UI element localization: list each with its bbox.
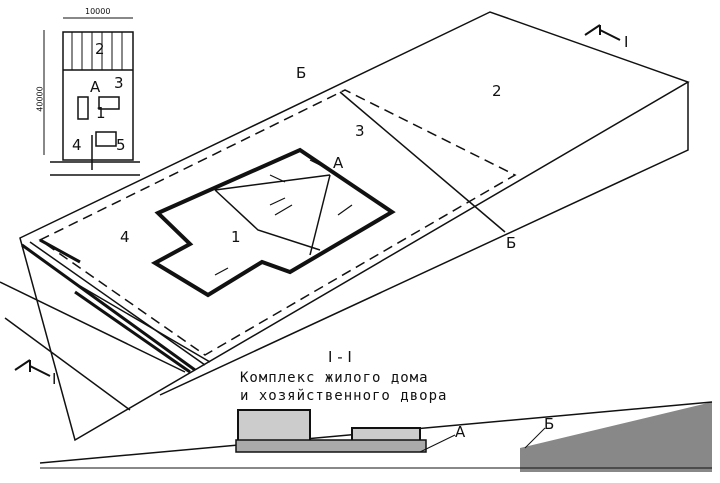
house-outline [150, 147, 396, 298]
flow-arrows [214, 159, 353, 276]
house-inner-lines [214, 189, 321, 251]
inset-zone-5: 5 [116, 136, 126, 154]
inset-zone-3: 3 [114, 74, 124, 92]
plan-point-b-right: Б [506, 234, 517, 252]
plan-point-a: А [333, 154, 344, 172]
section-line-b [339, 91, 506, 233]
plot-boundary [38, 89, 517, 356]
section-point-b: Б [544, 415, 555, 433]
inset-length-dimension: 40000 [35, 86, 45, 112]
inset-plan [43, 17, 140, 176]
inset-zone-2: 2 [95, 40, 105, 58]
section-point-a: А [455, 423, 466, 441]
road [0, 238, 211, 411]
section-title: I - I [328, 348, 352, 366]
caption-line-1: Комплекс жилого дома [240, 370, 429, 386]
zone-3-label: 3 [355, 122, 365, 140]
inset-width-dimension: 10000 [85, 7, 111, 16]
inset-zone-1: 1 [96, 104, 106, 122]
zone-2-label: 2 [492, 82, 502, 100]
section-mark-bottom: I [52, 370, 57, 388]
section-mark-top: I [624, 33, 629, 51]
section-mark-bottom-icon [14, 359, 51, 377]
section-mark-top-icon [584, 24, 621, 41]
slab-side [159, 82, 689, 396]
cross-section [39, 401, 713, 472]
section-caption: Комплекс жилого дома и хозяйственного дв… [240, 369, 447, 405]
zone-1-label: 1 [231, 228, 241, 246]
caption-line-2: и хозяйственного двора [240, 388, 448, 404]
inset-zone-4: 4 [72, 136, 82, 154]
zone-4-label: 4 [120, 228, 130, 246]
inset-point-a: А [90, 78, 101, 96]
plan-point-b-top: Б [296, 64, 307, 82]
